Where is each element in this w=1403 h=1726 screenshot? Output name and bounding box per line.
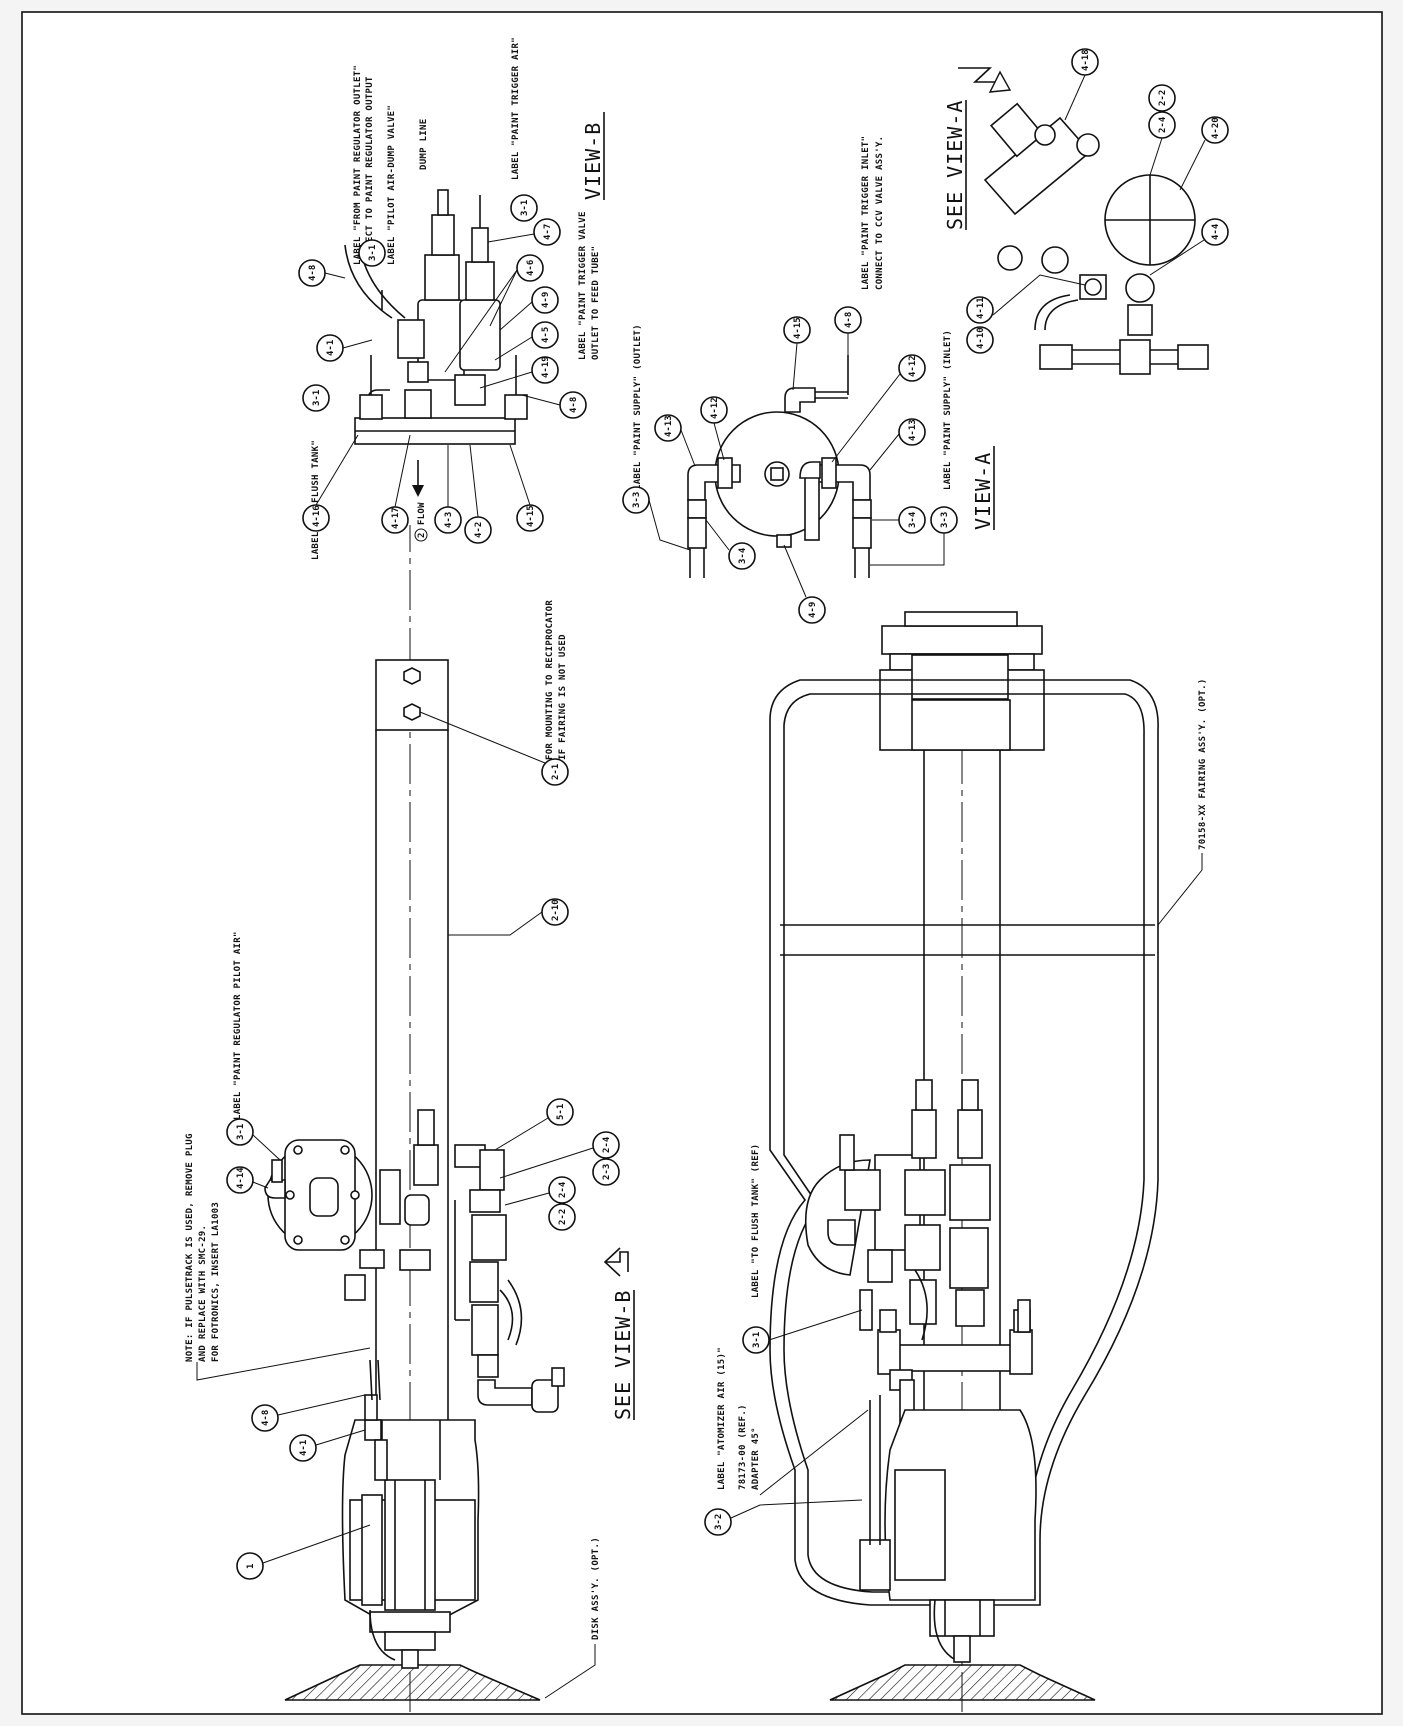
bubble-4-7: 4-7: [543, 224, 553, 240]
label-paint-trigger-inlet: LABEL "PAINT TRIGGER INLET": [861, 136, 871, 290]
bubble-3-4-left: 3-4: [738, 547, 748, 564]
bubble-2-2-tr: 2-2: [1158, 90, 1168, 106]
view-b-assembly: [344, 189, 528, 497]
see-view-b: SEE VIEW-B: [611, 1290, 635, 1420]
bubble-3-2: 3-2: [714, 1514, 724, 1530]
bubble-4-16: 4-16: [312, 505, 322, 527]
callout-bubbles-main-right: 3-2 3-1: [704, 1309, 869, 1536]
bubble-3-1: 3-1: [368, 245, 378, 261]
bubble-1: 1: [246, 1564, 256, 1569]
callout-bubbles-view-a: 3-3 4-13 4-12 3-4 4-9 4-15 4-8 4-12 4-13…: [622, 306, 958, 624]
bubble-4-4: 4-4: [1211, 223, 1221, 240]
bubble-3-1-reg: 3-1: [236, 1124, 246, 1140]
bubble-2-2-b: 2-2: [558, 1209, 568, 1225]
view-b-title: VIEW-B: [581, 122, 605, 200]
bubble-4-8-right: 4-8: [569, 397, 579, 413]
bubble-2-4-tr: 2-4: [1158, 116, 1168, 133]
bubble-4-11: 4-11: [976, 297, 986, 319]
bubble-4-3: 4-3: [444, 512, 454, 528]
bubble-3-4-right: 3-4: [908, 511, 918, 528]
see-view-a: SEE VIEW-A: [943, 100, 967, 230]
label-paint-supply-outlet: LABEL "PAINT SUPPLY" (OUTLET): [633, 324, 643, 490]
label-to-flush-tank: LABEL "TO FLUSH TANK": [311, 440, 321, 560]
bubble-4-17: 4-17: [391, 507, 401, 529]
bubble-4-12-left: 4-12: [710, 397, 720, 419]
bubble-4-9: 4-9: [541, 292, 551, 308]
bubble-4-8-mid: 4-8: [844, 312, 854, 328]
bubble-4-12-right: 4-12: [908, 355, 918, 377]
flow-label: FLOW: [417, 502, 427, 525]
label-pilot-air-dump-valve: LABEL "PILOT AIR-DUMP VALVE": [387, 105, 397, 265]
bubble-2-1: 2-1: [551, 764, 561, 780]
bubble-4-13-right: 4-13: [908, 419, 918, 441]
callout-bubbles-view-b: 4-8 3-1 4-1 3-1 3-1 4-7 4-6 4-9 4-5 4-19…: [298, 194, 587, 544]
bubble-4-1: 4-1: [326, 340, 336, 356]
bubble-4-19: 4-19: [541, 356, 551, 378]
bubble-4-9-mid: 4-9: [808, 602, 818, 618]
bubble-4-15: 4-15: [526, 505, 536, 527]
label-mounting-2: IF FAIRING IS NOT USED: [558, 634, 568, 760]
see-view-b-arrow: [603, 1247, 629, 1277]
bubble-4-20: 4-20: [1211, 117, 1221, 139]
bubble-4-5: 4-5: [541, 327, 551, 343]
label-connect-ccv: CONNECT TO CCV VALVE ASS'Y.: [875, 136, 885, 290]
bubble-2-4-a: 2-4: [602, 1136, 612, 1153]
label-connect-paint-regulator-output: CONNECT TO PAINT REGULATOR OUTPUT: [365, 76, 375, 265]
bubble-5-1: 5-1: [556, 1104, 566, 1120]
label-disk-assy: DISK ASS'Y. (OPT.): [591, 1537, 601, 1640]
bubble-4-14: 4-14: [236, 1167, 246, 1189]
bubble-2-4-b: 2-4: [558, 1181, 568, 1198]
bubble-4-18: 4-18: [1081, 49, 1091, 71]
label-paint-trigger-valve-2: OUTLET TO FEED TUBE": [591, 246, 601, 360]
label-adapter-1: 78173-00 (REF.): [738, 1404, 748, 1490]
callout-bubbles-main-left: 2-1 2-10 3-1 4-14 5-1 2-4 2-3 2-4 2-2 4-…: [226, 711, 620, 1580]
note-line-1: NOTE: IF PULSETRACK IS USED, REMOVE PLUG: [185, 1133, 195, 1362]
bubble-4-1-low: 4-1: [299, 1440, 309, 1456]
bubble-4-15-mid: 4-15: [793, 317, 803, 339]
label-paint-supply-inlet: LABEL "PAINT SUPPLY" (INLET): [943, 330, 953, 490]
label-to-flush-tank-ref: LABEL "TO FLUSH TANK" (REF): [751, 1144, 761, 1298]
view-a-title: VIEW-A: [971, 452, 995, 530]
view-a-regulator: [687, 355, 872, 578]
bubble-3-3-right: 3-3: [940, 512, 950, 528]
label-atomizer-air: LABEL "ATOMIZER AIR (15)": [717, 1347, 727, 1490]
label-mounting-1: FOR MOUNTING TO RECIPROCATOR: [545, 600, 555, 760]
main-assembly-left: [264, 525, 565, 1712]
bubble-3-1-low: 3-1: [752, 1332, 762, 1348]
note-line-2: AND REPLACE WITH SMC-29.: [198, 1225, 208, 1362]
label-from-paint-regulator-outlet: LABEL "FROM PAINT REGULATOR OUTLET": [353, 65, 363, 265]
label-paint-trigger-air: LABEL "PAINT TRIGGER AIR": [511, 37, 521, 180]
bubble-4-8: 4-8: [308, 265, 318, 281]
bubble-3-1-left: 3-1: [312, 390, 322, 406]
label-paint-regulator-pilot-air: LABEL "PAINT REGULATOR PILOT AIR": [233, 931, 243, 1120]
label-fairing-assy: 70158-XX FAIRING ASS'Y. (OPT.): [1198, 678, 1208, 850]
bubble-3-1-right: 3-1: [520, 200, 530, 216]
bubble-4-13-left: 4-13: [664, 415, 674, 437]
main-assembly-right: [769, 611, 1159, 1712]
label-dump-line: DUMP LINE: [419, 119, 429, 170]
label-paint-trigger-valve-1: LABEL "PAINT TRIGGER VALVE: [578, 211, 588, 360]
bubble-4-8-low: 4-8: [261, 1410, 271, 1426]
callout-bubbles-detail: 4-18 2-2 2-4 4-20 4-4 4-10 4-11: [966, 48, 1229, 354]
bubble-2-10: 2-10: [551, 899, 561, 921]
bubble-3-3-left: 3-3: [632, 492, 642, 508]
flow-number: 2: [417, 533, 427, 538]
note-line-3: FOR FOTRONICS, INSERT LA1003: [211, 1202, 221, 1362]
bubble-4-10: 4-10: [976, 327, 986, 349]
drawing-border: [21, 11, 1383, 1715]
bubble-4-6: 4-6: [526, 260, 536, 276]
flow-indicator: 2 FLOW: [414, 502, 428, 542]
label-adapter-2: ADAPTER 45°: [751, 1427, 761, 1490]
bubble-4-2: 4-2: [474, 522, 484, 538]
valve-detail-top-right: [958, 67, 1209, 375]
bubble-2-3: 2-3: [602, 1164, 612, 1180]
